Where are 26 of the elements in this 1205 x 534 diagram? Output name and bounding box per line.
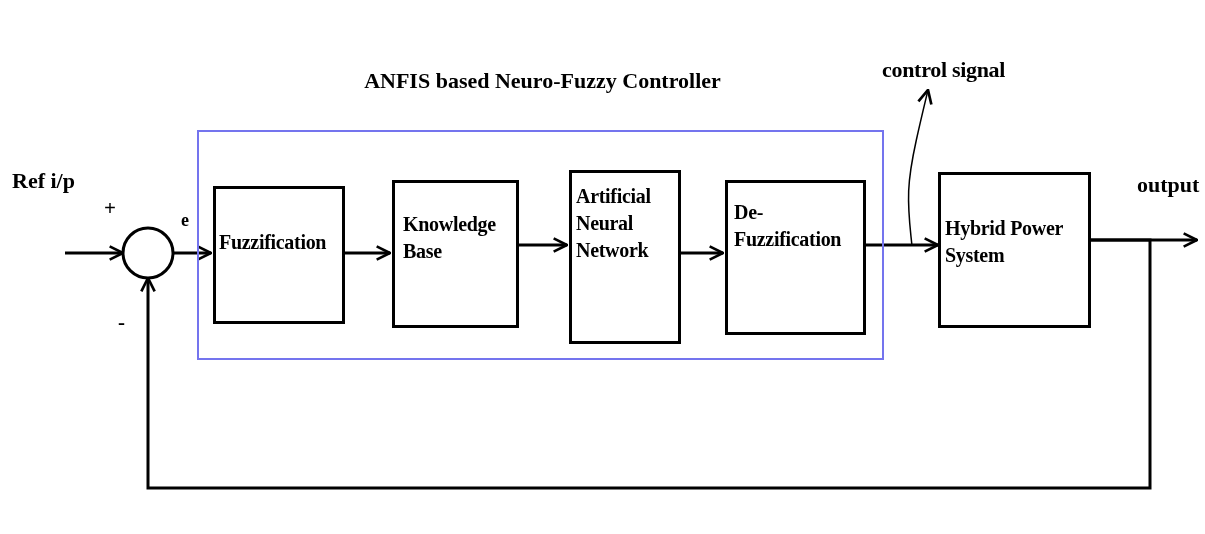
block-label: Knowledge Base [403,212,497,264]
process-box [569,170,681,344]
process-box [725,180,866,335]
process-box [213,186,345,324]
arrow [679,245,725,261]
block-label: Fuzzification [219,230,327,255]
arrow [864,237,940,253]
edge-label: Ref i/p [12,168,75,194]
arrow [517,237,569,253]
feedback-arrow [140,238,1152,490]
edge-label: e [181,210,189,231]
process-box [938,172,1091,328]
summing-junction [121,226,175,280]
arrow [343,245,392,261]
block-label: De-Fuzzification [734,200,843,252]
signal-label: control signal [882,56,1032,90]
leader-line [907,88,933,247]
block-label: Artificial Neural Network [576,184,652,263]
arrow [173,245,213,261]
edge-label: output [1137,172,1200,198]
sign-label: - [118,310,125,335]
block-label: Hybrid Power System [945,216,1064,269]
sign-label: + [104,196,116,221]
process-box [392,180,519,328]
arrow [65,245,125,261]
group-heading: ANFIS based Neuro-Fuzzy Controller [364,68,721,93]
